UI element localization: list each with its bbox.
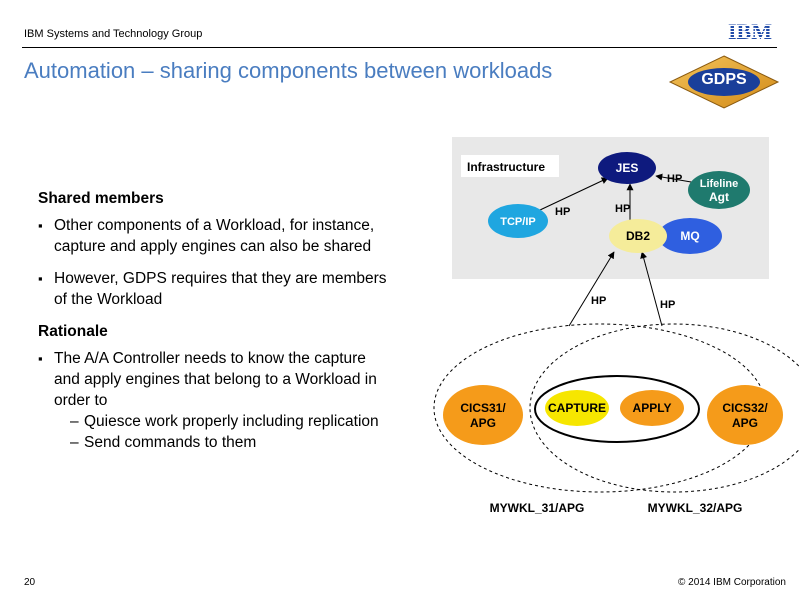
rationale-heading: Rationale	[38, 323, 108, 340]
node-lifeline-agent: Lifeline Agt	[688, 171, 750, 209]
arrow-tcpip-jes	[539, 177, 609, 211]
svg-text:TCP/IP: TCP/IP	[500, 216, 535, 228]
header-divider	[22, 47, 777, 48]
svg-text:Lifeline: Lifeline	[700, 178, 739, 190]
infrastructure-label-box	[461, 155, 559, 177]
node-apply: APPLY	[620, 390, 684, 426]
edge-label-hp: HP	[615, 203, 630, 215]
svg-text:APG: APG	[732, 416, 758, 430]
shared-members-heading: Shared members	[38, 190, 164, 207]
page-number: 20	[24, 577, 36, 588]
bullet-content: Shared members Other components of a Wor…	[38, 188, 388, 453]
arrow-lifeline-jes	[655, 173, 698, 184]
svg-text:CICS31/: CICS31/	[460, 401, 506, 415]
node-tcpip: TCP/IP	[488, 204, 548, 238]
workload-32-label: MYWKL_32/APG	[648, 501, 743, 515]
rationale-item: The A/A Controller needs to know the cap…	[38, 348, 388, 411]
node-jes: JES	[598, 152, 656, 184]
rationale-subitem: –Send commands to them	[70, 434, 257, 451]
svg-text:APG: APG	[470, 416, 496, 430]
shared-item: However, GDPS requires that they are mem…	[38, 268, 388, 310]
edge-label-hp: HP	[660, 299, 675, 311]
gdps-logo: GDPS	[668, 55, 780, 109]
arrow-wl31-db2	[568, 251, 615, 327]
ibm-logo-text: IBM	[728, 20, 772, 42]
copyright-notice: © 2014 IBM Corporation	[678, 577, 786, 588]
page-title: Automation – sharing components between …	[24, 58, 553, 83]
svg-text:JES: JES	[616, 161, 639, 175]
shared-item: Other components of a Workload, for inst…	[38, 215, 388, 257]
svg-text:CAPTURE: CAPTURE	[548, 401, 606, 415]
svg-text:Agt: Agt	[709, 190, 729, 204]
svg-text:DB2: DB2	[626, 229, 650, 243]
edge-label-hp: HP	[555, 206, 570, 218]
node-cics32: CICS32/ APG	[707, 385, 783, 445]
gdps-logo-text: GDPS	[701, 71, 747, 88]
arrow-wl32-db2	[640, 251, 663, 327]
header-group-name: IBM Systems and Technology Group	[24, 28, 203, 40]
edge-label-hp: HP	[591, 295, 606, 307]
svg-text:MQ: MQ	[680, 229, 699, 243]
node-capture: CAPTURE	[545, 390, 609, 426]
shared-members-ring	[534, 375, 700, 443]
svg-text:CICS32/: CICS32/	[722, 401, 768, 415]
ibm-logo: IBM	[728, 20, 772, 42]
node-cics31: CICS31/ APG	[443, 385, 523, 445]
workload-31-label: MYWKL_31/APG	[490, 501, 585, 515]
edge-label-hp: HP	[667, 173, 682, 185]
infrastructure-label: Infrastructure	[467, 160, 545, 174]
workload-32-boundary	[529, 323, 800, 493]
node-db2: DB2	[609, 219, 667, 253]
node-mq: MQ	[658, 218, 722, 254]
svg-text:APPLY: APPLY	[633, 401, 672, 415]
rationale-subitem: –Quiesce work properly including replica…	[70, 413, 379, 430]
